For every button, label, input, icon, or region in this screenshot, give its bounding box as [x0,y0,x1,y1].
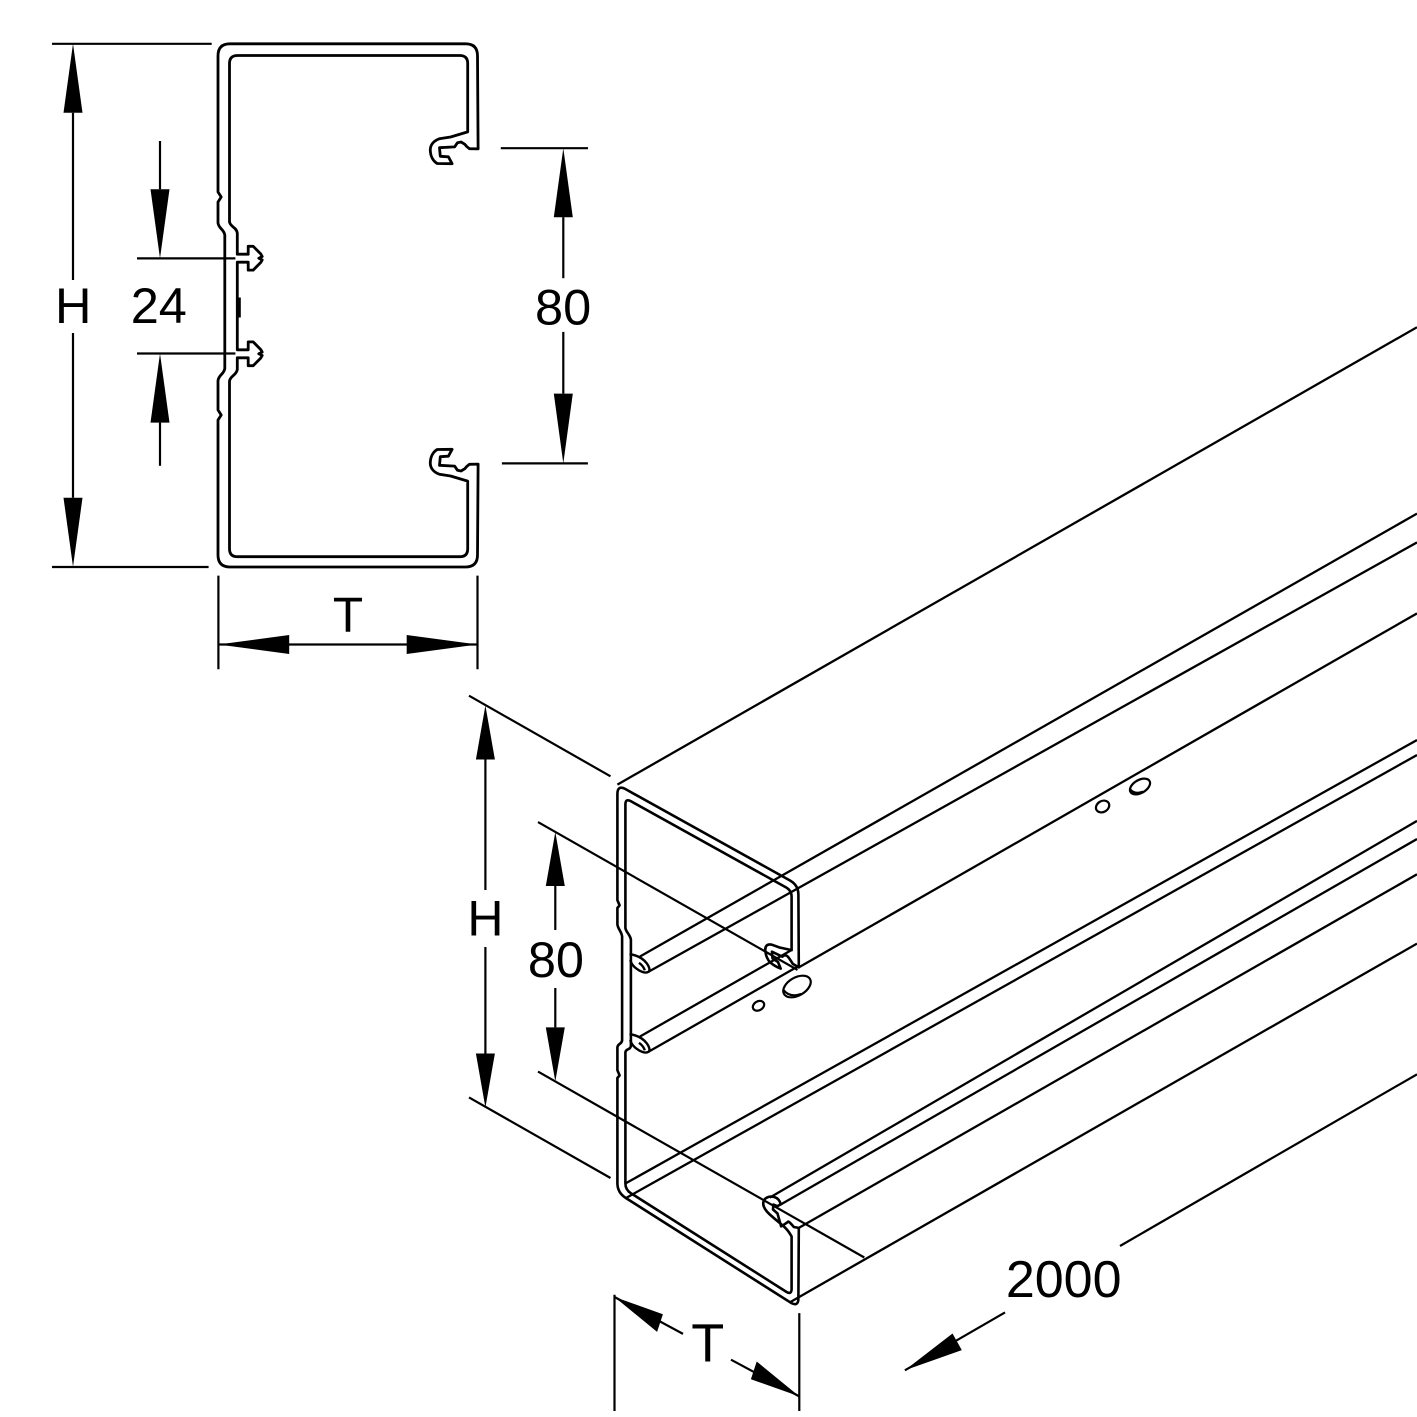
svg-text:2000: 2000 [1006,1251,1122,1309]
svg-text:H: H [55,277,91,334]
svg-text:H: H [467,891,503,947]
svg-text:T: T [333,588,363,643]
svg-text:T: T [691,1314,724,1374]
svg-text:80: 80 [535,279,591,336]
svg-text:24: 24 [131,277,187,334]
svg-text:80: 80 [528,931,584,988]
